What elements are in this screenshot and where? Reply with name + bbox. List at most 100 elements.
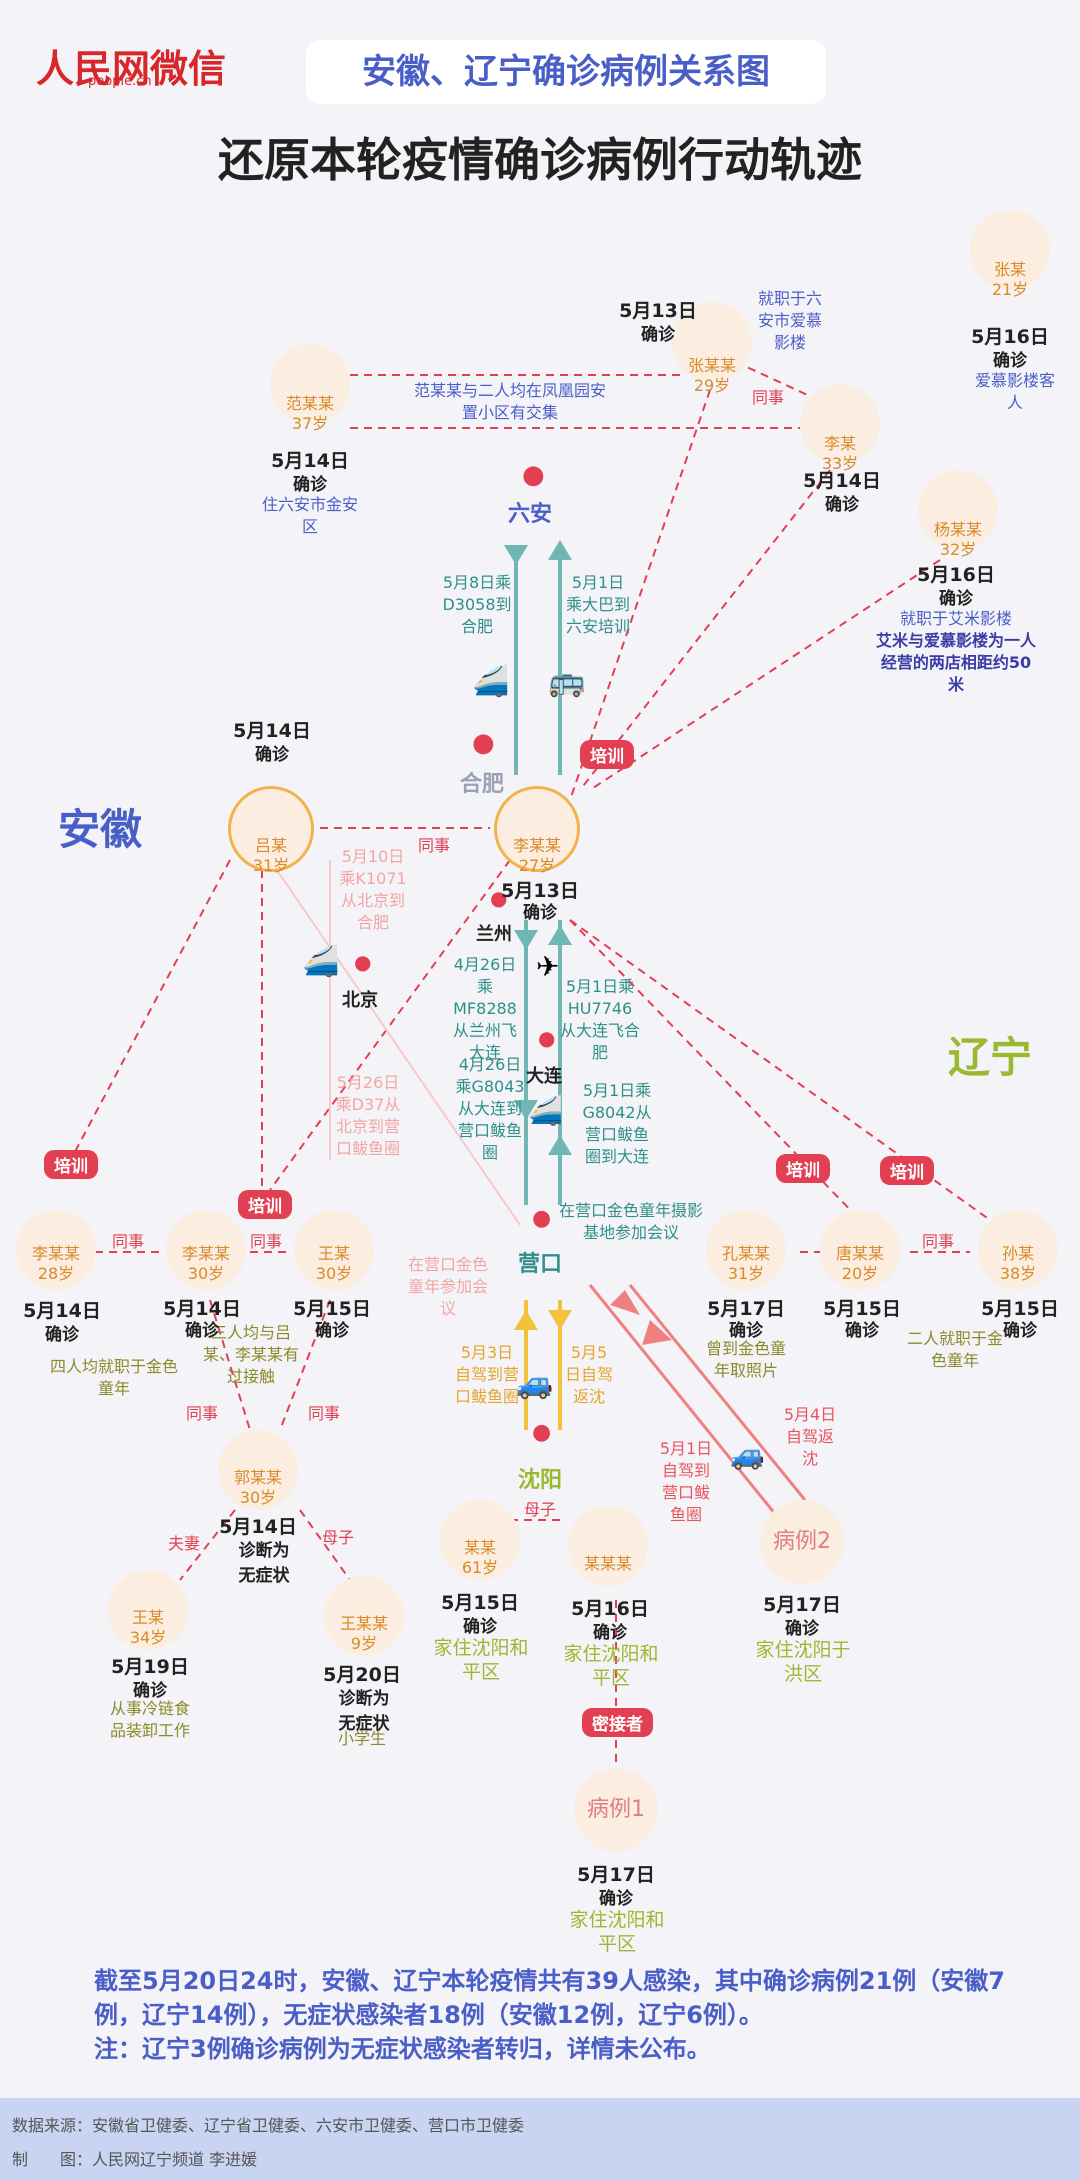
person-avatar: [820, 1210, 900, 1290]
page-title: 安徽、辽宁确诊病例关系图: [306, 40, 826, 104]
car-icon: 🚙: [516, 1366, 554, 1401]
colleague-label: 同事: [112, 1232, 145, 1251]
case-node-lv: 吕某 31岁: [228, 786, 314, 875]
meeting-note: 在营口金色童年摄影基地参加会议: [558, 1201, 703, 1242]
location-pin-icon: ●: [472, 728, 495, 758]
person-avatar: [672, 302, 752, 382]
colleague-label: 同事: [922, 1232, 955, 1251]
person-avatar: [166, 1210, 246, 1290]
training-badge: 培训: [776, 1154, 830, 1183]
person-avatar: [218, 1430, 298, 1510]
case-node-zhang-top: 张某 21岁: [970, 210, 1050, 299]
person-avatar: [800, 384, 880, 464]
person-avatar: [494, 786, 580, 872]
trip-note-may3: 5月3日自驾到营口鲅鱼圈: [454, 1343, 519, 1406]
trip-note-may4: 5月4日自驾返沈: [783, 1405, 837, 1468]
three-contact-note: 三人均与吕某、李某某有过接触: [202, 1323, 299, 1386]
case-node-case1: 病例1: [574, 1768, 658, 1852]
colleague-label: 同事: [250, 1232, 283, 1251]
city-beijing: 北京: [342, 990, 378, 1011]
city-hefei: 合肥: [460, 772, 505, 797]
case-node-moumou: 某某某: [568, 1506, 648, 1586]
train-icon: 🚄: [302, 944, 340, 979]
case-node-wang34: 王某 34岁: [108, 1570, 188, 1650]
region-liaoning: 辽宁: [948, 1033, 1033, 1082]
footer: 数据来源：安徽省卫健委、辽宁省卫健委、六安市卫健委、营口市卫健委 制 图：人民网…: [0, 2098, 1080, 2180]
colleague-label: 同事: [186, 1404, 219, 1423]
train-icon: 🚄: [472, 664, 510, 699]
person-avatar: [970, 210, 1050, 290]
person-avatar: [918, 470, 998, 550]
training-badge: 培训: [238, 1190, 292, 1219]
trip-note-may10: 5月10日乘K1071从北京到合肥: [339, 847, 407, 932]
airplane-icon: ✈: [536, 950, 560, 983]
case-node-zhangmoumou: 张某某 29岁: [672, 302, 752, 395]
case-node-wang9: 王某某 9岁: [324, 1576, 404, 1656]
colleague-label: 同事: [418, 836, 451, 855]
mother-son-label: 母子: [524, 1500, 557, 1519]
training-badge: 培训: [880, 1156, 934, 1185]
case-node-li30: 李某某 30岁: [166, 1210, 246, 1290]
mother-son-label: 母子: [322, 1528, 355, 1547]
person-avatar: [294, 1210, 374, 1290]
person-avatar: [270, 344, 350, 424]
location-pin-icon: ●: [532, 1206, 552, 1231]
fan-link-note: 范某某与二人均在凤凰园安置小区有交集: [413, 381, 606, 422]
person-avatar: [568, 1506, 648, 1586]
location-pin-icon: ●: [532, 1420, 552, 1445]
case-node-yang: 杨某某 32岁: [918, 470, 998, 559]
case-node-mou61: 某某 61岁: [440, 1500, 520, 1580]
trip-note-may8: 5月8日乘D3058到合肥: [442, 573, 512, 636]
couple-label: 夫妻: [168, 1534, 201, 1553]
trip-note-apr26-train: 4月26日乘G8043从大连到营口鲅鱼圈: [455, 1055, 525, 1162]
car-icon: 🚙: [730, 1438, 765, 1471]
location-pin-icon: ●: [354, 950, 372, 974]
person-avatar: [228, 786, 314, 872]
location-pin-icon: ●: [490, 886, 508, 910]
case-node-kong: 孔某某 31岁: [706, 1210, 786, 1290]
trip-note-apr26-plane: 4月26日乘MF8288从兰州飞大连: [452, 955, 517, 1062]
case-node-case2: 病例2: [760, 1500, 844, 1584]
person-avatar: [16, 1210, 96, 1290]
case-node-li28: 李某某 28岁: [16, 1210, 96, 1290]
colleague-label: 同事: [308, 1404, 341, 1423]
city-luan: 六安: [508, 502, 553, 527]
train-icon: 🚄: [528, 1094, 563, 1127]
footer-maker: 制 图：人民网辽宁频道 李进媛: [12, 2150, 258, 2169]
contact-badge: 密接者: [582, 1708, 653, 1737]
training-badge: 培训: [44, 1150, 98, 1179]
city-yingkou: 营口: [518, 1252, 563, 1277]
location-pin-icon: ●: [538, 1026, 556, 1050]
location-pin-icon: ●: [522, 460, 545, 490]
person-avatar: [324, 1576, 404, 1656]
trip-note-may26: 5月26日乘D37从北京到营口鲅鱼圈: [335, 1073, 401, 1158]
case-node-wang30: 王某 30岁: [294, 1210, 374, 1290]
city-lanzhou: 兰州: [476, 924, 512, 945]
trip-note-may1-drive: 5月1日自驾到营口鲅鱼圈: [659, 1439, 713, 1524]
case-node-li33: 李某 33岁: [800, 384, 880, 473]
liaoning-two-note: 二人就职于金色童年: [906, 1329, 1003, 1370]
trip-note-may1-plane: 5月1日乘HU7746从大连飞合肥: [560, 977, 641, 1062]
trip-note-may1-bus: 5月1日乘大巴到六安培训: [566, 573, 631, 636]
city-dalian: 大连: [526, 1066, 562, 1087]
training-badge: 培训: [580, 740, 634, 769]
footer-source: 数据来源：安徽省卫健委、辽宁省卫健委、六安市卫健委、营口市卫健委: [12, 2116, 525, 2135]
meeting-note-2: 在营口金色童年参加会议: [408, 1255, 489, 1318]
summary-line-1: 截至5月20日24时，安徽、辽宁本轮疫情共有39人感染，其中确诊病例21例（安徽…: [94, 1967, 1005, 2029]
case-node-guo: 郭某某 30岁: [218, 1430, 298, 1510]
logo-subtext: people.cn: [88, 74, 152, 89]
case-node-sun: 孙某 38岁: [978, 1210, 1058, 1290]
summary-line-2: 注：辽宁3例确诊病例为无症状感染者转归，详情未公布。: [94, 2035, 711, 2063]
colleague-label: 同事: [752, 388, 785, 407]
trip-note-may5: 5月5日自驾返沈: [564, 1343, 613, 1406]
bus-icon: 🚌: [548, 664, 586, 699]
person-avatar: [978, 1210, 1058, 1290]
logo: 人民网微信: [36, 47, 227, 91]
city-shenyang: 沈阳: [518, 1468, 563, 1493]
case-node-fan: 范某某 37岁: [270, 344, 350, 433]
person-avatar: [108, 1570, 188, 1650]
region-anhui: 安徽: [58, 805, 143, 854]
summary-text: 截至5月20日24时，安徽、辽宁本轮疫情共有39人感染，其中确诊病例21例（安徽…: [94, 1964, 1014, 2066]
